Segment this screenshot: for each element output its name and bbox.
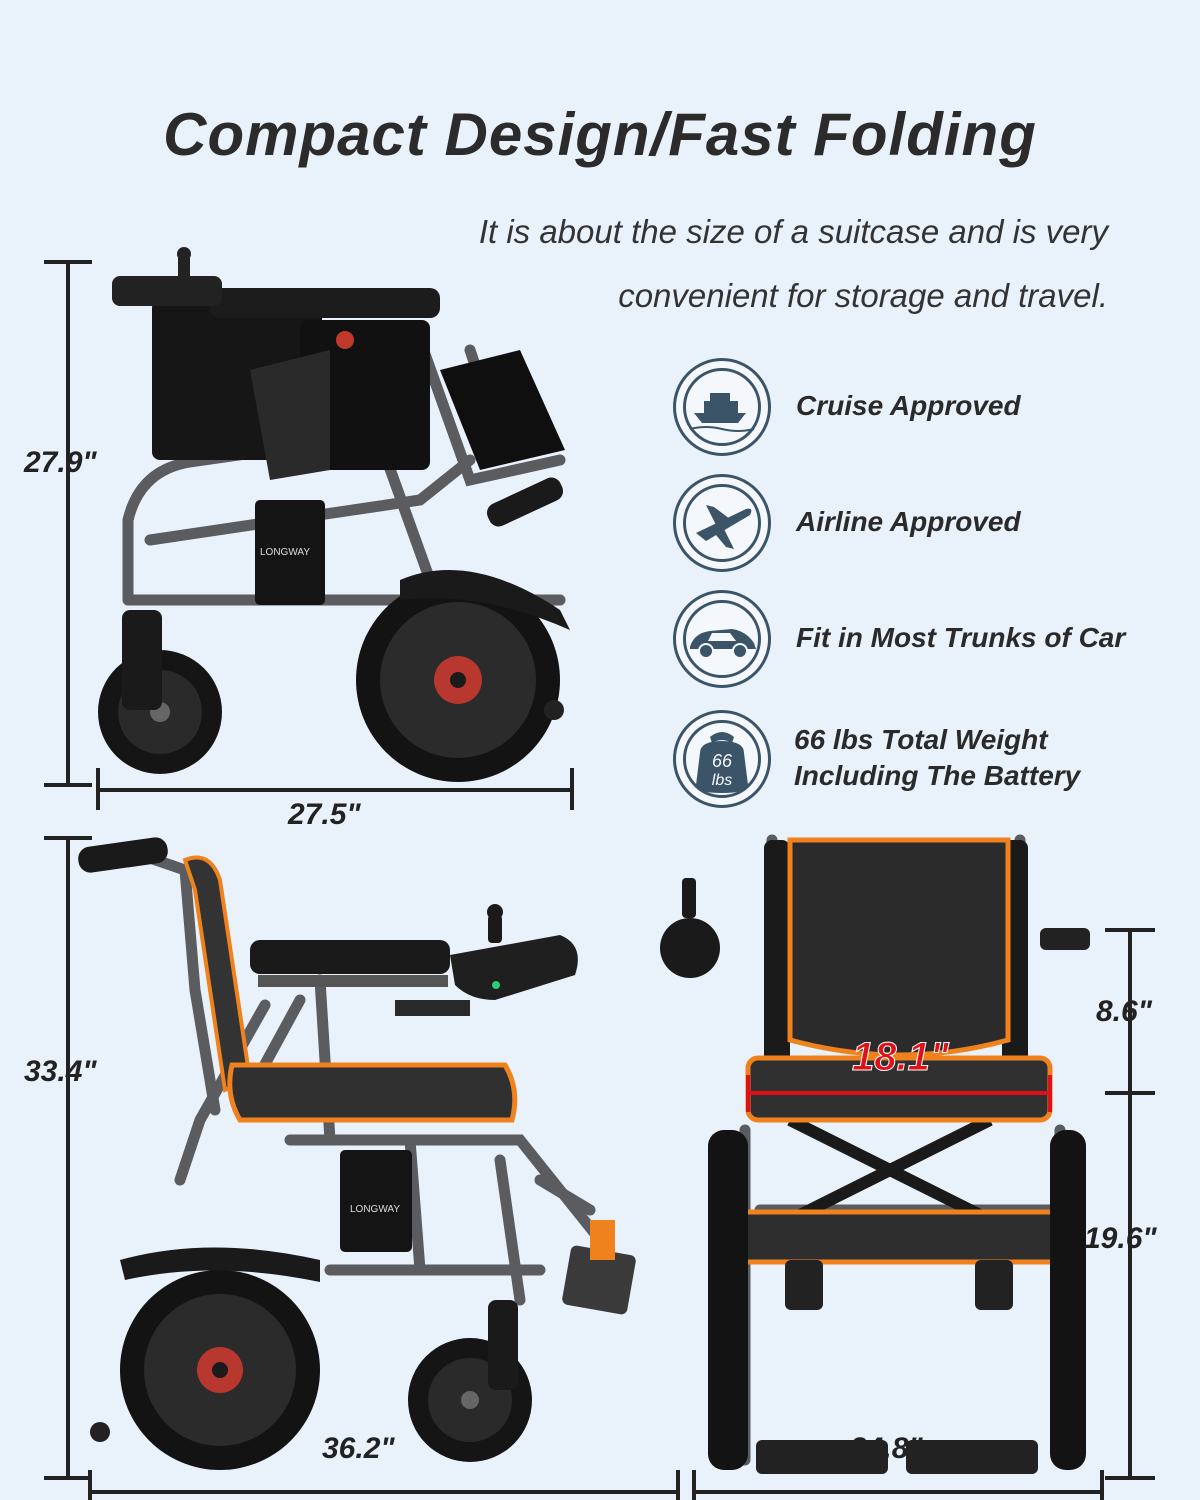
subtitle-line-1: It is about the size of a suitcase and i… <box>478 213 1108 250</box>
dimension-lines <box>44 260 1155 1500</box>
seat-width-label: 18.1" <box>852 1035 950 1079</box>
unfolded-length-label: 36.2" <box>322 1432 395 1465</box>
folded-length-label: 27.5" <box>288 798 361 831</box>
subtitle-line-2: convenient for storage and travel. <box>618 277 1108 314</box>
brand-label-side: LONGWAY <box>350 1204 400 1215</box>
overall-width-label: 24.8" <box>850 1432 923 1465</box>
folded-height-label: 27.9" <box>24 446 97 479</box>
armrest-height-label: 8.6" <box>1096 995 1152 1028</box>
front-view-wheelchair <box>660 834 1090 1474</box>
weight-icon: 66 lbs <box>673 710 771 808</box>
feature-weight-label-2: Including The Battery <box>794 760 1081 791</box>
cruise-ship-icon <box>673 358 771 456</box>
side-view-wheelchair: LONGWAY <box>78 837 636 1470</box>
feature-weight-label-1: 66 lbs Total Weight <box>794 724 1048 755</box>
feature-airline-label: Airline Approved <box>796 506 1021 537</box>
seat-height-label: 19.6" <box>1084 1222 1157 1255</box>
brand-label-folded: LONGWAY <box>260 547 310 558</box>
feature-car-label: Fit in Most Trunks of Car <box>796 622 1126 653</box>
unfolded-height-label: 33.4" <box>24 1055 97 1088</box>
airplane-icon <box>673 474 771 572</box>
feature-cruise-label: Cruise Approved <box>796 390 1021 421</box>
page-title: Compact Design/Fast Folding <box>163 101 1037 168</box>
weight-icon-unit: lbs <box>712 772 732 789</box>
car-icon <box>673 590 771 688</box>
folded-wheelchair: LONGWAY <box>98 247 570 782</box>
weight-icon-number: 66 <box>712 751 733 771</box>
